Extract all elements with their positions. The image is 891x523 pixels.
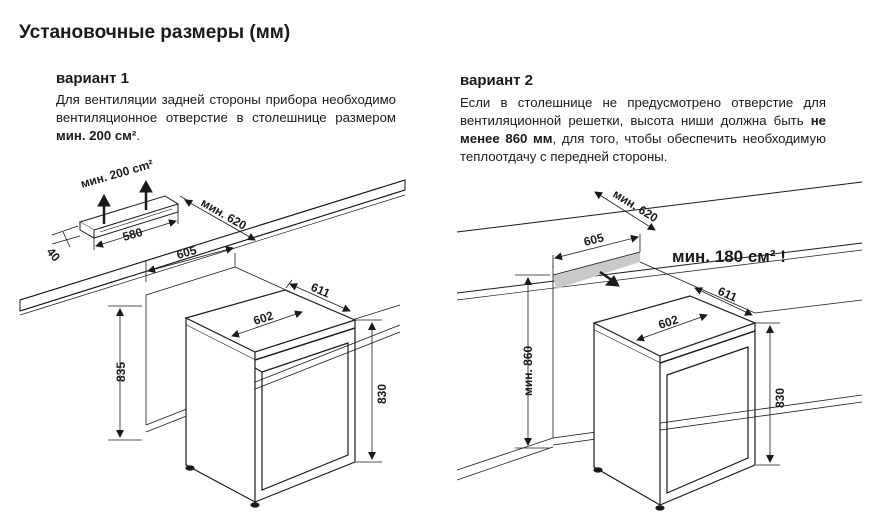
variant2-dim-602: 602: [657, 312, 681, 332]
variant1-dim-611: 611: [309, 280, 333, 301]
variant1-dim-602: 602: [252, 308, 276, 328]
variant1-heading: вариант 1: [56, 70, 130, 87]
variant2-dim-611: 611: [716, 284, 740, 305]
variant1-drawing: [19, 179, 406, 508]
variant1-dim-40: 40: [44, 245, 64, 264]
variant2-dim-620: мин. 620: [610, 187, 660, 226]
variant2-dim-830: 830: [773, 388, 787, 408]
main-title: Установочные размеры (мм): [19, 22, 291, 43]
variant1-text-end: .: [136, 128, 140, 143]
variant2-airflow-arrow: [604, 275, 620, 287]
variant2-text-end: , для того, чтобы обеспечить необходимую…: [460, 131, 826, 164]
variant2-dim-860: мин. 860: [521, 345, 535, 396]
variant2-appliance: [592, 295, 757, 511]
variant2-vent-area-label: мин. 180 см² !: [672, 247, 786, 266]
variant1-dim-580: 580: [121, 225, 144, 244]
variant1-dim-830: 830: [375, 384, 389, 404]
variant2-vent-gap: [553, 252, 640, 289]
variant2-description: Если в столешнице не предусмотрено отвер…: [460, 94, 826, 166]
variant1-dim-620: мин. 620: [199, 195, 250, 232]
variant2-drawing: [456, 181, 863, 511]
variant1-text-bold: мин. 200 см²: [56, 128, 137, 143]
variant1-dim-835: 835: [114, 362, 128, 382]
variant2-text-bold: не менее 860 мм: [460, 113, 826, 146]
variant1-text-start: Для вентиляции задней стороны прибора не…: [56, 92, 396, 125]
variant2-countertop: [456, 181, 863, 301]
variant2-heading: вариант 2: [460, 72, 534, 89]
variant1-description: Для вентиляции задней стороны прибора не…: [56, 91, 396, 145]
variant2-text-start: Если в столешнице не предусмотрено отвер…: [460, 95, 826, 128]
variant1-dim-605: 605: [175, 243, 198, 262]
variant2-dim-605: 605: [582, 230, 605, 249]
